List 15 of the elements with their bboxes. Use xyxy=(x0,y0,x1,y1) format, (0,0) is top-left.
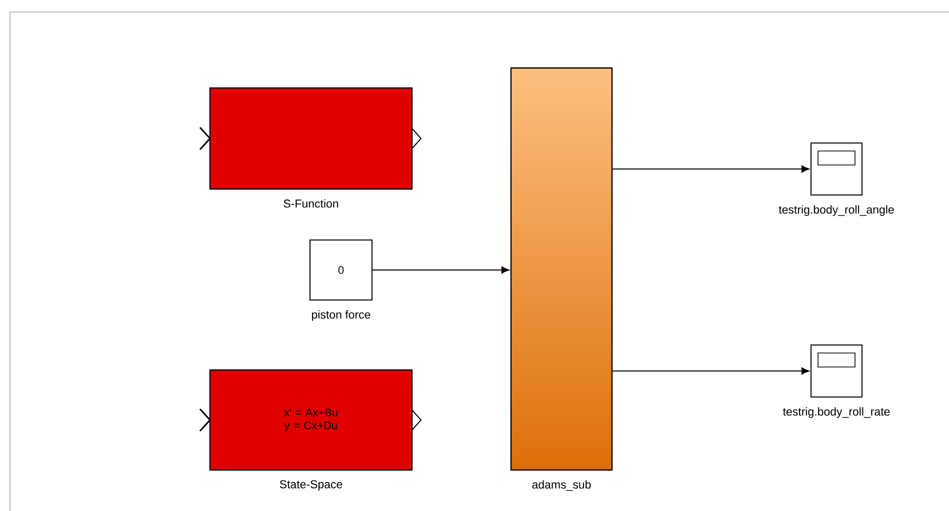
constant-block: 0 xyxy=(310,240,372,300)
subsystem-block xyxy=(510,67,613,471)
arrow xyxy=(612,165,810,173)
block-label: S-Function xyxy=(284,199,338,208)
scope-block xyxy=(810,142,862,196)
block-label: piston force xyxy=(312,310,370,321)
arrow xyxy=(612,367,810,375)
function-block xyxy=(209,87,413,190)
scope-block xyxy=(810,344,862,398)
block-label: State-Space xyxy=(280,480,342,491)
block-label: testrig.body_roll_angle xyxy=(778,205,894,216)
block-label: testrig.body_roll_rate xyxy=(783,407,890,418)
arrow xyxy=(372,266,510,274)
function-block: x' = Ax+Bu y = Cx+Du xyxy=(209,369,413,471)
block-label: adams_sub xyxy=(532,480,591,491)
